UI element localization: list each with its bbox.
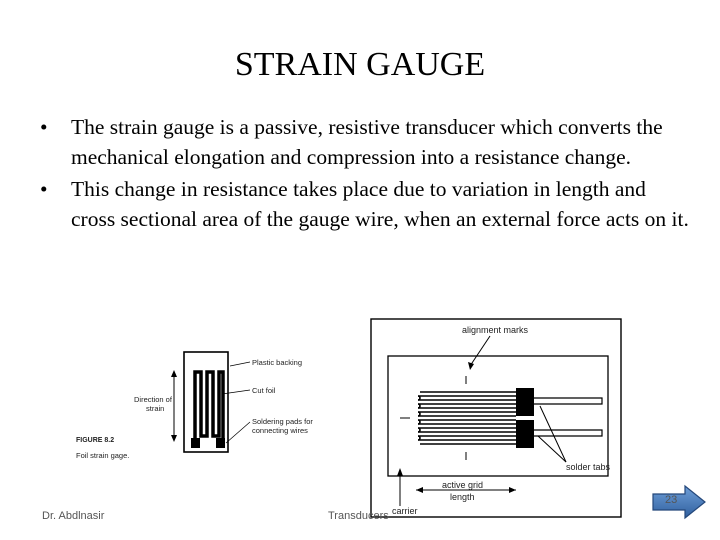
active-grid-label-1: active grid xyxy=(442,480,483,490)
cut-foil-label: Cut foil xyxy=(252,386,276,395)
active-grid xyxy=(417,391,516,445)
bullet-list: • The strain gauge is a passive, resisti… xyxy=(40,112,690,234)
solder-tab-top xyxy=(516,388,534,416)
right-arrow-icon xyxy=(652,484,706,520)
direction-label-1: Direction of xyxy=(134,395,173,404)
footer-author: Dr. Abdlnasir xyxy=(42,510,105,522)
soldering-pads-label-2: connecting wires xyxy=(252,426,308,435)
lead-wires xyxy=(534,397,603,437)
slide-title: STRAIN GAUGE xyxy=(234,46,486,83)
foil-strain-gauge-figure: Direction of strain Plastic backing Cut … xyxy=(76,351,313,460)
solder-tab-bottom xyxy=(516,420,534,448)
footer-topic: Transducers xyxy=(328,510,389,522)
carrier-label: carrier xyxy=(392,506,418,516)
active-grid-label-2: length xyxy=(450,492,475,502)
direction-label-2: strain xyxy=(146,404,164,413)
next-slide-button[interactable]: 23 xyxy=(651,484,707,520)
figure-caption: Foil strain gage. xyxy=(76,451,129,460)
page-number: 23 xyxy=(665,494,678,506)
plastic-backing-label: Plastic backing xyxy=(252,358,302,367)
wire-strain-gauge-figure: alignment marks solder tabs active grid … xyxy=(370,318,622,518)
bullet-marker: • xyxy=(40,115,48,139)
solder-pad-right xyxy=(216,438,225,448)
alignment-marks-label: alignment marks xyxy=(462,325,529,335)
solder-pad-left xyxy=(191,438,200,448)
bullet-text: This change in resistance takes place du… xyxy=(71,177,689,231)
solder-tabs-label: solder tabs xyxy=(566,462,611,472)
figure-number: FIGURE 8.2 xyxy=(76,437,114,444)
bullet-text: The strain gauge is a passive, resistive… xyxy=(71,115,663,169)
cut-foil-grid xyxy=(193,370,225,440)
bullet-item: • The strain gauge is a passive, resisti… xyxy=(40,112,690,172)
soldering-pads-label-1: Soldering pads for xyxy=(252,417,313,426)
bullet-marker: • xyxy=(40,177,48,201)
bullet-item: • This change in resistance takes place … xyxy=(40,174,690,234)
